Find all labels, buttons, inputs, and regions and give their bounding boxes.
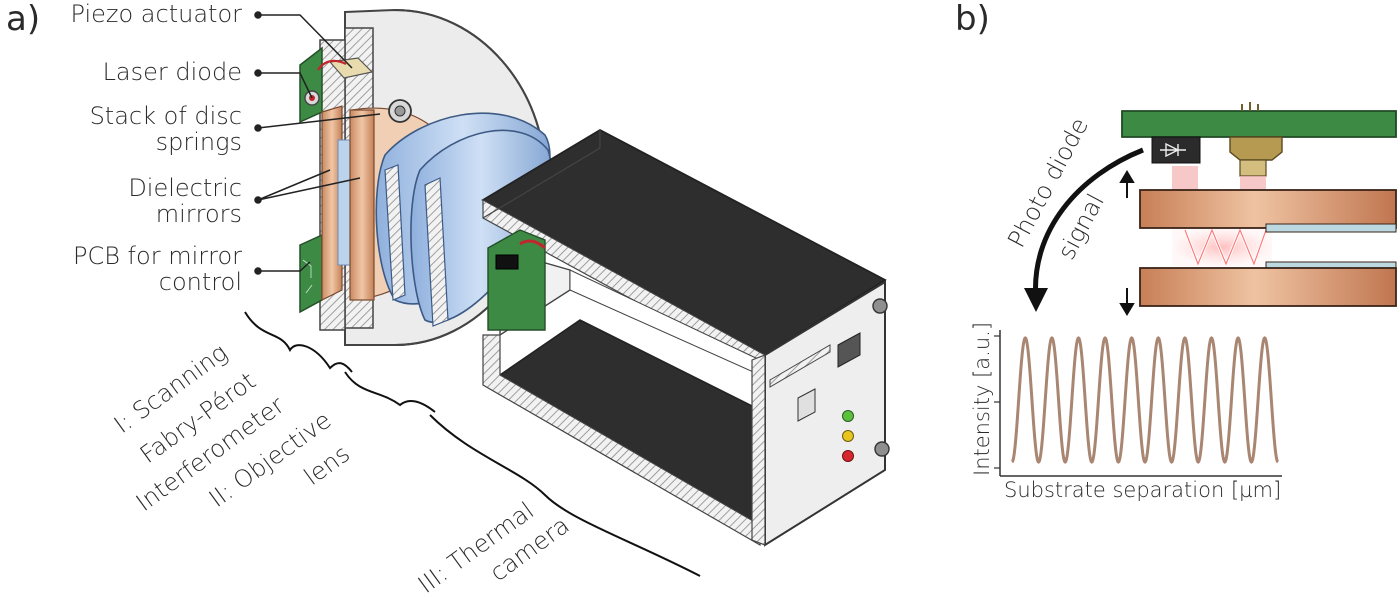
laser-diode-can — [1229, 102, 1283, 177]
callout-dielectric-mirrors-line2: mirrors — [155, 200, 242, 228]
laser-beams — [1172, 166, 1272, 269]
panel-a-label: a) — [6, 0, 41, 39]
brace-camera — [429, 414, 701, 577]
thermal-camera-housing — [481, 128, 890, 547]
status-led-green — [842, 410, 854, 422]
lower-substrate — [1139, 261, 1397, 307]
objective-lens-elements — [375, 112, 552, 327]
fpi-principle-illustration — [1024, 102, 1397, 316]
callout-laser-diode: Laser diode — [102, 58, 242, 86]
mirror-control-pcb — [299, 46, 323, 314]
camera-assembly-illustration — [244, 8, 890, 577]
status-led-yellow — [842, 430, 854, 442]
plot-x-axis-label: Substrate separation [µm] — [1004, 478, 1282, 502]
callout-leaders — [254, 11, 381, 275]
panel-b-label: b) — [955, 0, 990, 39]
separation-arrows — [1119, 170, 1135, 316]
status-led-red — [842, 450, 854, 462]
brace-fpi — [244, 311, 353, 373]
pcb-board — [1121, 110, 1397, 138]
upper-substrate — [1139, 189, 1397, 233]
signal-arrow-head — [1024, 288, 1048, 312]
plot-y-axis-label: Intensity [a.u.] — [970, 322, 994, 476]
photo-diode-component — [1151, 136, 1201, 164]
callout-piezo-actuator: Piezo actuator — [70, 0, 242, 28]
callout-disc-springs-line1: Stack of disc — [89, 102, 242, 130]
intensity-plot — [994, 330, 1282, 477]
intensity-signal-line — [1011, 336, 1279, 464]
brace-lens — [344, 371, 436, 413]
callout-pcb-line1: PCB for mirror — [72, 242, 242, 270]
callout-disc-springs-line2: springs — [155, 128, 242, 156]
signal-curve-arrow — [1033, 147, 1144, 301]
callout-pcb-line2: control — [158, 268, 242, 296]
disc-spring-stack — [388, 99, 412, 123]
illustration-canvas — [244, 8, 1397, 577]
component-braces — [244, 311, 701, 577]
callout-dielectric-mirrors-line1: Dielectric — [128, 174, 242, 202]
